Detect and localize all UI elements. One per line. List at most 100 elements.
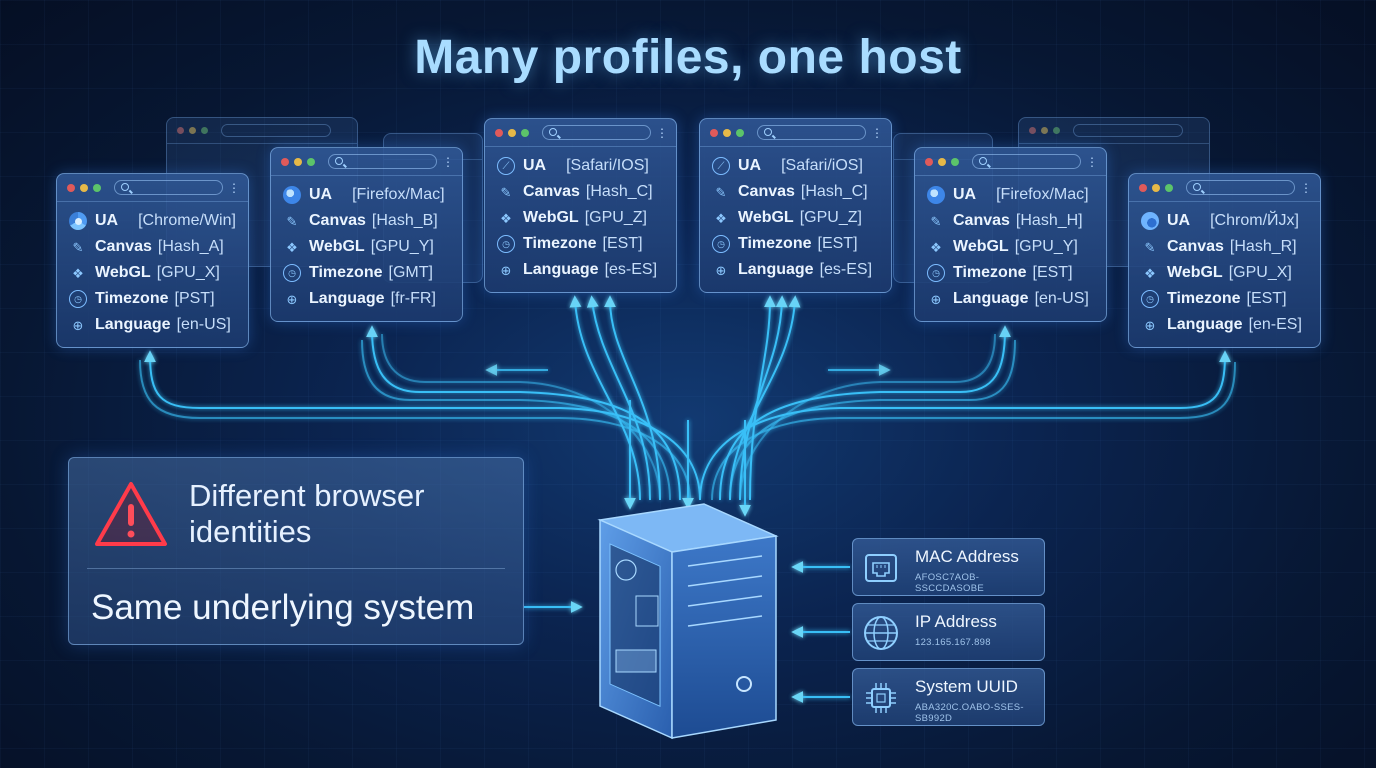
clock-icon: ◷ [712, 235, 730, 253]
profile-window-5: ⋮ UA[Firefox/Mac] ✎Canvas[Hash_H] ❖WebGL… [914, 147, 1107, 322]
language-row: ⊕Language[es-ES] [712, 257, 881, 283]
close-dot-icon[interactable] [710, 128, 718, 137]
ua-row: ⟋UA[Safari/IOS] [497, 153, 666, 179]
search-icon [121, 183, 129, 191]
address-bar[interactable] [542, 125, 651, 140]
close-dot-icon[interactable] [495, 128, 503, 137]
language-row: ⊕Language[en-US] [69, 312, 238, 338]
webgl-cube-icon: ❖ [715, 210, 727, 226]
window-titlebar: ⋮ [700, 119, 891, 147]
globe-icon: ⊕ [715, 262, 727, 278]
minimize-dot-icon[interactable] [1152, 183, 1160, 192]
profile-window-6: ⋮ UA[Chrom/ЙJx] ✎Canvas[Hash_R] ❖WebGL[G… [1128, 173, 1321, 348]
minimize-dot-icon[interactable] [938, 157, 946, 166]
minimize-dot-icon[interactable] [294, 157, 302, 166]
maximize-dot-icon[interactable] [736, 128, 744, 137]
webgl-cube-icon: ❖ [72, 265, 84, 281]
language-row: ⊕Language[es-ES] [497, 257, 666, 283]
ua-row: UA[Firefox/Mac] [283, 182, 452, 208]
timezone-row: ◷Timezone[GMT] [283, 260, 452, 286]
search-icon [979, 157, 987, 165]
computer-tower-icon [597, 503, 779, 740]
safari-icon: ⟋ [712, 157, 730, 175]
webgl-row: ❖WebGL[GPU_X] [1141, 260, 1310, 286]
address-bar[interactable] [114, 180, 223, 195]
ua-row: ⟋UA[Safari/iOS] [712, 153, 881, 179]
ua-row: UA[Chrome/Win] [69, 208, 238, 234]
address-bar[interactable] [328, 154, 437, 169]
maximize-dot-icon[interactable] [1165, 183, 1173, 192]
firefox-icon [927, 186, 945, 204]
webgl-cube-icon: ❖ [500, 210, 512, 226]
ethernet-port-icon [861, 548, 901, 588]
edge-icon [1141, 212, 1159, 230]
safari-icon: ⟋ [497, 157, 515, 175]
profile-window-3: ⋮ ⟋UA[Safari/IOS] ✎Canvas[Hash_C] ❖WebGL… [484, 118, 677, 293]
maximize-dot-icon[interactable] [951, 157, 959, 166]
close-dot-icon[interactable] [1139, 183, 1147, 192]
address-bar[interactable] [972, 154, 1081, 169]
hardware-value: AFOSC7AOB-SSCCDASOBE [915, 572, 984, 594]
maximize-dot-icon[interactable] [307, 157, 315, 166]
timezone-row: ◷Timezone[EST] [927, 260, 1096, 286]
search-icon [335, 157, 343, 165]
ua-row: UA[Chrom/ЙJx] [1141, 208, 1310, 234]
brush-icon: ✎ [930, 213, 942, 229]
close-dot-icon[interactable] [925, 157, 933, 166]
close-dot-icon[interactable] [67, 183, 75, 192]
page-title: Many profiles, one host [414, 31, 962, 84]
profile-window-4: ⋮ ⟋UA[Safari/iOS] ✎Canvas[Hash_C] ❖WebGL… [699, 118, 892, 293]
globe-icon: ⊕ [1144, 317, 1156, 333]
window-titlebar: ⋮ [1129, 174, 1320, 202]
minimize-dot-icon[interactable] [723, 128, 731, 137]
profile-window-1: ⋮ UA[Chrome/Win] ✎Canvas[Hash_A] ❖WebGL[… [56, 173, 249, 348]
close-dot-icon[interactable] [281, 157, 289, 166]
ua-row: UA[Firefox/Mac] [927, 182, 1096, 208]
hardware-name: IP Address [915, 612, 997, 631]
webgl-cube-icon: ❖ [930, 239, 942, 255]
globe-icon: ⊕ [500, 262, 512, 278]
search-icon [549, 128, 557, 136]
clock-icon: ◷ [927, 264, 945, 282]
address-bar[interactable] [757, 125, 866, 140]
canvas-row: ✎Canvas[Hash_H] [927, 208, 1096, 234]
window-titlebar: ⋮ [271, 148, 462, 176]
more-menu-icon[interactable]: ⋮ [228, 180, 240, 195]
more-menu-icon[interactable]: ⋮ [656, 125, 668, 140]
hardware-name: MAC Address [915, 547, 1019, 566]
warning-panel: Different browser identities Same underl… [68, 457, 524, 645]
canvas-row: ✎Canvas[Hash_R] [1141, 234, 1310, 260]
maximize-dot-icon[interactable] [521, 128, 529, 137]
more-menu-icon[interactable]: ⋮ [1300, 180, 1312, 195]
brush-icon: ✎ [1144, 239, 1156, 255]
globe-icon: ⊕ [286, 291, 298, 307]
globe-icon: ⊕ [930, 291, 942, 307]
system-uuid-card: System UUID ABA320C.OABO-SSES-SB992D [852, 668, 1045, 726]
hardware-value: 123.165.167.898 [915, 637, 991, 648]
divider [87, 568, 505, 569]
brush-icon: ✎ [500, 184, 512, 200]
brush-icon: ✎ [715, 184, 727, 200]
more-menu-icon[interactable]: ⋮ [442, 154, 454, 169]
address-bar[interactable] [1186, 180, 1295, 195]
globe-icon [861, 613, 901, 653]
minimize-dot-icon[interactable] [508, 128, 516, 137]
webgl-row: ❖WebGL[GPU_X] [69, 260, 238, 286]
ip-address-card: IP Address 123.165.167.898 [852, 603, 1045, 661]
mac-address-card: MAC Address AFOSC7AOB-SSCCDASOBE [852, 538, 1045, 596]
search-icon [764, 128, 772, 136]
maximize-dot-icon[interactable] [93, 183, 101, 192]
firefox-icon [283, 186, 301, 204]
minimize-dot-icon[interactable] [80, 183, 88, 192]
canvas-row: ✎Canvas[Hash_B] [283, 208, 452, 234]
more-menu-icon[interactable]: ⋮ [1086, 154, 1098, 169]
webgl-cube-icon: ❖ [1144, 265, 1156, 281]
window-titlebar: ⋮ [485, 119, 676, 147]
timezone-row: ◷Timezone[EST] [1141, 286, 1310, 312]
clock-icon: ◷ [1141, 290, 1159, 308]
profile-window-2: ⋮ UA[Firefox/Mac] ✎Canvas[Hash_B] ❖WebGL… [270, 147, 463, 322]
language-row: ⊕Language[en-US] [927, 286, 1096, 312]
more-menu-icon[interactable]: ⋮ [871, 125, 883, 140]
hardware-value: ABA320C.OABO-SSES-SB992D [915, 702, 1024, 724]
